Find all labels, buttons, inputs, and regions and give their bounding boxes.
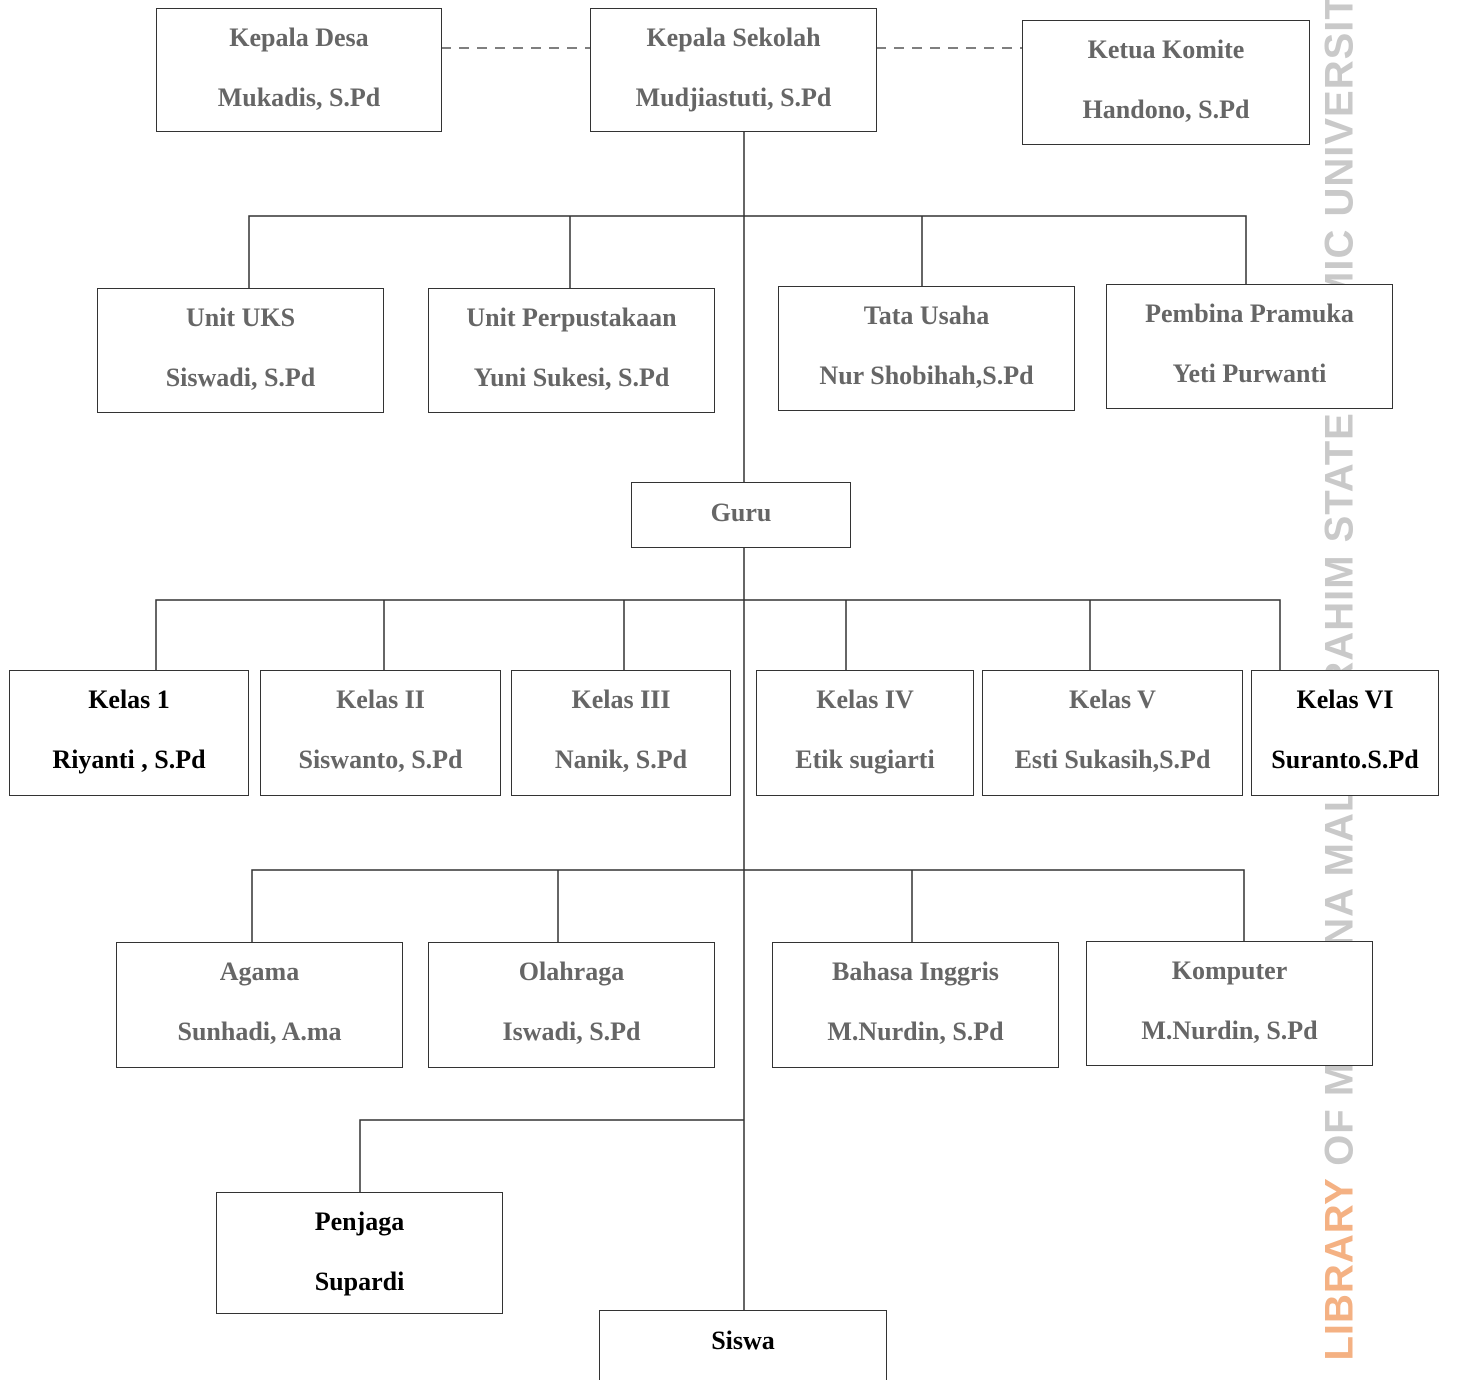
guru-box: Guru	[631, 482, 851, 548]
unit-title: Pembina Pramuka	[1145, 299, 1354, 328]
kelas-box-6: Kelas VI Suranto.S.Pd	[1251, 670, 1439, 796]
ketua-komite-box: Ketua Komite Handono, S.Pd	[1022, 20, 1310, 145]
kepala-desa-box: Kepala Desa Mukadis, S.Pd	[156, 8, 442, 132]
kelas-box-1: Kelas 1 Riyanti , S.Pd	[9, 670, 249, 796]
mapel-box-olahraga: Olahraga Iswadi, S.Pd	[428, 942, 715, 1068]
penjaga-title: Penjaga	[314, 1207, 405, 1236]
mapel-title: Agama	[219, 957, 300, 986]
mapel-bus-line	[251, 869, 1245, 942]
kelas-name: Siswanto, S.Pd	[298, 745, 463, 774]
kelas-name: Esti Sukasih,S.Pd	[1014, 745, 1211, 774]
unit-name: Yuni Sukesi, S.Pd	[473, 363, 670, 392]
kepala-desa-name: Mukadis, S.Pd	[217, 83, 381, 112]
siswa-title: Siswa	[711, 1326, 775, 1355]
mapel-name: M.Nurdin, S.Pd	[1141, 1016, 1318, 1045]
ketua-komite-title: Ketua Komite	[1087, 35, 1245, 64]
unit-title: Unit Perpustakaan	[466, 303, 677, 332]
kelas-name: Nanik, S.Pd	[554, 745, 688, 774]
unit-name: Yeti Purwanti	[1172, 359, 1327, 388]
unit-box-pramuka: Pembina Pramuka Yeti Purwanti	[1106, 284, 1393, 409]
mapel-box-komputer: Komputer M.Nurdin, S.Pd	[1086, 941, 1373, 1066]
unit-name: Nur Shobihah,S.Pd	[819, 361, 1034, 390]
kelas-name: Etik sugiarti	[795, 745, 935, 774]
kepala-sekolah-name: Mudjiastuti, S.Pd	[635, 83, 832, 112]
watermark-library-word: LIBRARY	[1317, 1177, 1362, 1361]
mapel-name: M.Nurdin, S.Pd	[827, 1017, 1004, 1046]
kelas-bus-line	[155, 599, 1281, 670]
kelas-title: Kelas II	[336, 685, 425, 714]
kelas-box-5: Kelas V Esti Sukasih,S.Pd	[982, 670, 1243, 796]
kelas-title: Kelas V	[1069, 685, 1156, 714]
kelas-box-2: Kelas II Siswanto, S.Pd	[260, 670, 501, 796]
penjaga-box: Penjaga Supardi	[216, 1192, 503, 1314]
mapel-title: Komputer	[1171, 956, 1288, 985]
kepala-sekolah-title: Kepala Sekolah	[646, 23, 821, 52]
kelas-name: Riyanti , S.Pd	[52, 745, 206, 774]
kelas-title: Kelas III	[571, 685, 671, 714]
penjaga-name: Supardi	[314, 1267, 405, 1296]
guru-title: Guru	[710, 498, 772, 527]
kepala-desa-title: Kepala Desa	[229, 23, 369, 52]
siswa-box: Siswa	[599, 1310, 887, 1380]
mapel-name: Iswadi, S.Pd	[502, 1017, 641, 1046]
unit-name: Siswadi, S.Pd	[165, 363, 316, 392]
ketua-komite-name: Handono, S.Pd	[1082, 95, 1250, 124]
unit-box-tata-usaha: Tata Usaha Nur Shobihah,S.Pd	[778, 286, 1075, 411]
kelas-title: Kelas IV	[816, 685, 914, 714]
kelas-title: Kelas VI	[1296, 685, 1394, 714]
penjaga-branch-line	[359, 1119, 744, 1192]
mapel-box-bahasa-inggris: Bahasa Inggris M.Nurdin, S.Pd	[772, 942, 1059, 1068]
kelas-name: Suranto.S.Pd	[1271, 745, 1419, 774]
unit-box-uks: Unit UKS Siswadi, S.Pd	[97, 288, 384, 413]
unit-title: Tata Usaha	[863, 301, 990, 330]
kepala-sekolah-box: Kepala Sekolah Mudjiastuti, S.Pd	[590, 8, 877, 132]
mapel-title: Olahraga	[518, 957, 625, 986]
unit-box-perpustakaan: Unit Perpustakaan Yuni Sukesi, S.Pd	[428, 288, 715, 413]
unit-title: Unit UKS	[185, 303, 296, 332]
kelas-box-3: Kelas III Nanik, S.Pd	[511, 670, 731, 796]
mapel-name: Sunhadi, A.ma	[177, 1017, 342, 1046]
kelas-box-4: Kelas IV Etik sugiarti	[756, 670, 974, 796]
kelas-title: Kelas 1	[88, 685, 170, 714]
mapel-box-agama: Agama Sunhadi, A.ma	[116, 942, 403, 1068]
mapel-title: Bahasa Inggris	[832, 957, 999, 986]
unit-bus-line	[248, 215, 1247, 288]
